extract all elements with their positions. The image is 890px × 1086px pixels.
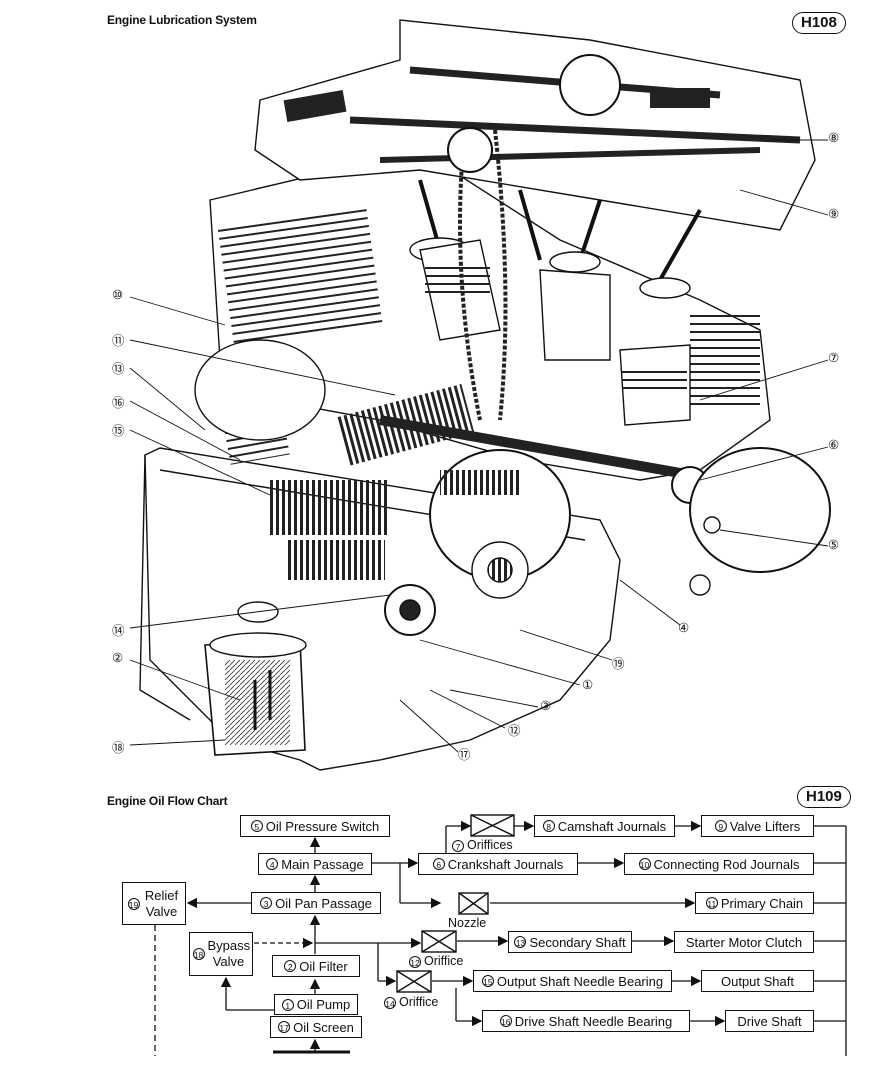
nozzle-label: Nozzle bbox=[448, 916, 487, 930]
callout-5: ⑤ bbox=[828, 538, 840, 552]
callout-16: ⑯ bbox=[112, 396, 125, 410]
oil-flow-chart-title: Engine Oil Flow Chart bbox=[107, 794, 228, 808]
callout-11: ⑪ bbox=[112, 334, 125, 348]
callout-12: ⑫ bbox=[508, 724, 521, 738]
oriffice-14-restrictor-icon bbox=[396, 970, 432, 993]
nozzle-restrictor-icon bbox=[458, 892, 489, 915]
callout-2: ② bbox=[112, 651, 124, 665]
callout-13: ⑬ bbox=[112, 362, 125, 376]
output-shaft-box: Output Shaft bbox=[701, 970, 814, 992]
callout-6: ⑥ bbox=[828, 438, 840, 452]
callout-17: ⑰ bbox=[458, 748, 471, 762]
callout-1: ① bbox=[582, 678, 594, 692]
callout-8: ⑧ bbox=[828, 131, 840, 145]
callout-7: ⑦ bbox=[828, 351, 840, 365]
callout-9: ⑨ bbox=[828, 207, 840, 221]
lubrication-system-title: Engine Lubrication System bbox=[107, 13, 257, 27]
callout-4: ④ bbox=[678, 621, 690, 635]
callout-15: ⑮ bbox=[112, 424, 125, 438]
callout-19: ⑲ bbox=[612, 657, 625, 671]
oriffice-12-restrictor-icon bbox=[421, 930, 457, 953]
callout-10: ⑩ bbox=[112, 288, 124, 302]
engine-cutaway-illustration bbox=[129, 19, 831, 771]
drive-shaft-box: Drive Shaft bbox=[725, 1010, 814, 1032]
starter-motor-clutch-box: Starter Motor Clutch bbox=[674, 931, 814, 953]
figure-tag-h109: H109 bbox=[797, 786, 851, 808]
figure-tag-h108: H108 bbox=[792, 12, 846, 34]
callout-14: ⑭ bbox=[112, 624, 125, 638]
callout-18: ⑱ bbox=[112, 741, 125, 755]
orifices-7-restrictor-icon bbox=[470, 814, 515, 837]
callout-3: ③ bbox=[540, 699, 552, 713]
